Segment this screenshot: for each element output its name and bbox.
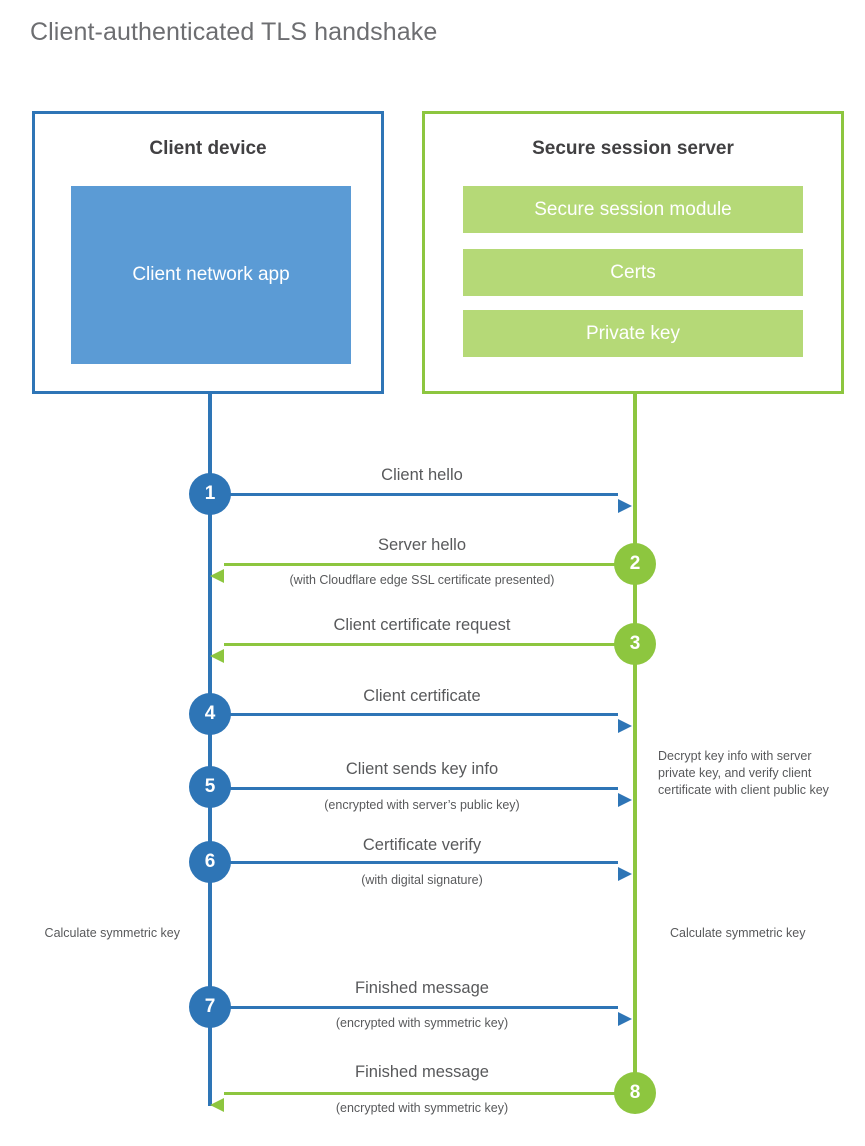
client-network-app-block: Client network app xyxy=(71,186,351,364)
step-1-arrow xyxy=(210,493,618,496)
secure-session-server-title: Secure session server xyxy=(532,138,734,159)
step-3-arrowhead-icon xyxy=(210,649,224,663)
step-4-arrow xyxy=(210,713,618,716)
step-3-marker: 3 xyxy=(614,623,656,665)
step-8-sublabel: (encrypted with symmetric key) xyxy=(335,1101,509,1115)
step-4-arrowhead-icon xyxy=(618,719,632,733)
step-1-label: Client hello xyxy=(381,466,463,484)
step-5-marker: 5 xyxy=(189,766,231,808)
step-6-arrow xyxy=(210,861,618,864)
step-6-arrowhead-icon xyxy=(618,867,632,881)
step-7-label: Finished message xyxy=(355,979,489,997)
step-8-arrowhead-icon xyxy=(210,1098,224,1112)
step-7-marker: 7 xyxy=(189,986,231,1028)
step-2-arrowhead-icon xyxy=(210,569,224,583)
step-4-marker: 4 xyxy=(189,693,231,735)
server-calculate-symmetric-key-note: Calculate symmetric key xyxy=(670,926,806,940)
step-7-arrowhead-icon xyxy=(618,1012,632,1026)
step-1-arrowhead-icon xyxy=(618,499,632,513)
step-5-arrowhead-icon xyxy=(618,793,632,807)
step-2-sublabel: (with Cloudflare edge SSL certificate pr… xyxy=(289,573,555,587)
secure-session-server-box: Secure session server Secure session mod… xyxy=(422,111,844,394)
page-title: Client-authenticated TLS handshake xyxy=(30,18,438,46)
private-key-block: Private key xyxy=(463,310,803,357)
step-5-sublabel: (encrypted with server’s public key) xyxy=(324,798,520,812)
client-lifeline xyxy=(208,394,212,1106)
certs-block: Certs xyxy=(463,249,803,296)
step-7-arrow xyxy=(210,1006,618,1009)
step-8-label: Finished message xyxy=(355,1063,489,1081)
step-8-arrow xyxy=(224,1092,635,1095)
step-5-label: Client sends key info xyxy=(345,760,499,778)
step-3-label: Client certificate request xyxy=(333,616,511,634)
step-3-arrow xyxy=(224,643,635,646)
client-device-box: Client device Client network app xyxy=(32,111,384,394)
secure-session-module-block: Secure session module xyxy=(463,186,803,233)
step-5-arrow xyxy=(210,787,618,790)
step-8-marker: 8 xyxy=(614,1072,656,1114)
step-7-sublabel: (encrypted with symmetric key) xyxy=(335,1016,509,1030)
step-6-sublabel: (with digital signature) xyxy=(361,873,483,887)
step-1-marker: 1 xyxy=(189,473,231,515)
server-decrypt-note: Decrypt key info with server private key… xyxy=(658,749,829,797)
step-2-label: Server hello xyxy=(377,536,467,554)
step-6-marker: 6 xyxy=(189,841,231,883)
step-6-label: Certificate verify xyxy=(362,836,482,854)
step-2-marker: 2 xyxy=(614,543,656,585)
client-device-title: Client device xyxy=(149,138,267,159)
step-4-label: Client certificate xyxy=(363,687,481,705)
client-calculate-symmetric-key-note: Calculate symmetric key xyxy=(44,926,180,940)
step-2-arrow xyxy=(224,563,635,566)
server-lifeline xyxy=(633,394,637,1093)
